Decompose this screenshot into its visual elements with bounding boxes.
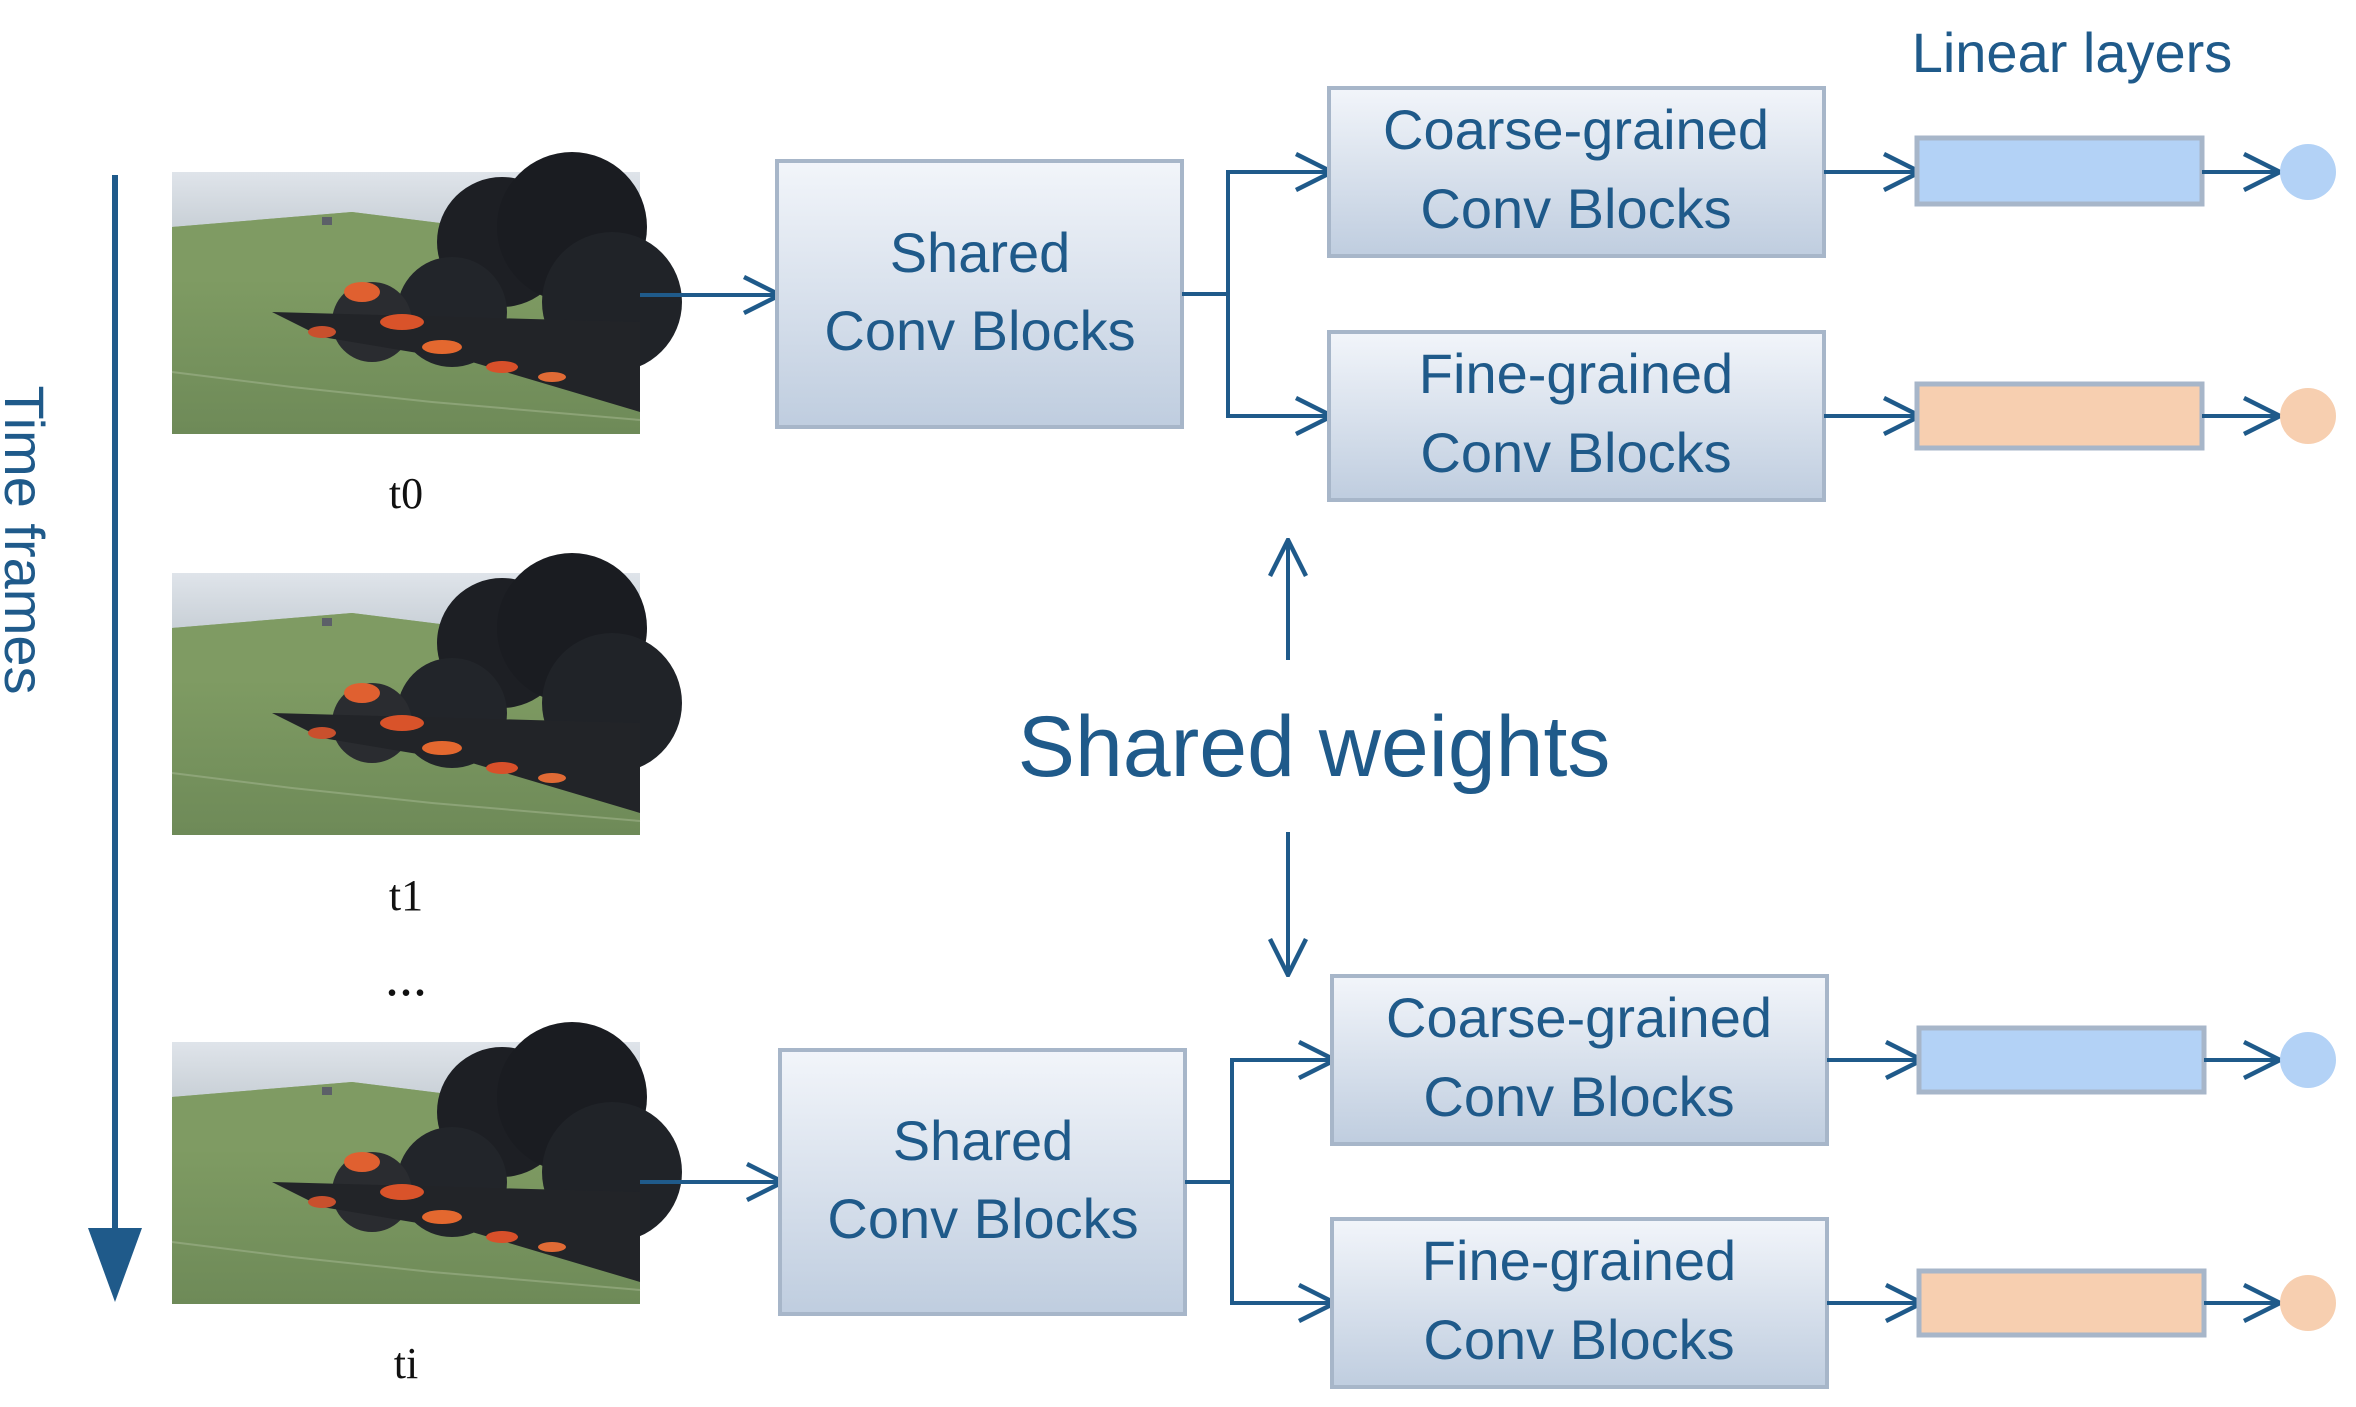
linear-layers-label: Linear layers	[1912, 21, 2233, 84]
shared-block-line1: Shared	[893, 1109, 1074, 1172]
linear-layer-fine-top	[1914, 381, 2205, 451]
coarse-block-line2: Conv Blocks	[1423, 1065, 1734, 1128]
bottom-pipeline: Shared Conv Blocks Coarse-grained Conv B…	[640, 974, 2336, 1389]
fine-block-line2: Conv Blocks	[1420, 421, 1731, 484]
coarse-block-line2: Conv Blocks	[1420, 177, 1731, 240]
frame-label-t1: t1	[389, 871, 423, 920]
shared-weights: Shared weights	[1018, 540, 1611, 975]
split-connector-bottom	[1185, 1060, 1234, 1303]
shared-block-line2: Conv Blocks	[827, 1187, 1138, 1250]
fine-block-line1: Fine-grained	[1422, 1229, 1736, 1292]
frame-label-t0: t0	[389, 469, 423, 518]
coarse-block-line1: Coarse-grained	[1383, 98, 1769, 161]
shared-conv-block-bottom: Shared Conv Blocks	[778, 1048, 1187, 1316]
top-pipeline: Shared Conv Blocks Coarse-grained Conv B…	[640, 86, 2336, 502]
shared-weights-label: Shared weights	[1018, 699, 1611, 795]
linear-layer-coarse-top	[1914, 135, 2205, 207]
fine-conv-block-top: Fine-grained Conv Blocks	[1327, 330, 1826, 502]
output-node-coarse-top	[2280, 144, 2336, 200]
linear-layer-fine-bottom	[1916, 1268, 2207, 1338]
fine-conv-block-bottom: Fine-grained Conv Blocks	[1330, 1217, 1829, 1389]
shared-conv-block-top: Shared Conv Blocks	[775, 159, 1184, 429]
coarse-conv-block-bottom: Coarse-grained Conv Blocks	[1330, 974, 1829, 1146]
frame-label-ti: ti	[394, 1339, 418, 1388]
shared-block-line2: Conv Blocks	[824, 299, 1135, 362]
frames-ellipsis: ...	[385, 946, 427, 1008]
output-node-fine-top	[2280, 388, 2336, 444]
fine-block-line2: Conv Blocks	[1423, 1308, 1734, 1371]
time-axis-arrowhead	[88, 1228, 142, 1302]
time-axis: Time frames	[0, 175, 142, 1302]
coarse-conv-block-top: Coarse-grained Conv Blocks	[1327, 86, 1826, 258]
shared-block-line1: Shared	[890, 221, 1071, 284]
frame-ti: ti	[171, 1021, 683, 1388]
split-connector-top	[1182, 172, 1230, 416]
linear-layer-coarse-bottom	[1916, 1025, 2207, 1095]
coarse-block-line1: Coarse-grained	[1386, 986, 1772, 1049]
output-node-fine-bottom	[2280, 1275, 2336, 1331]
fine-block-line1: Fine-grained	[1419, 342, 1733, 405]
frame-t1: t1	[171, 552, 683, 920]
frame-t0: t0	[171, 151, 683, 518]
output-node-coarse-bottom	[2280, 1032, 2336, 1088]
time-axis-label: Time frames	[0, 385, 56, 694]
